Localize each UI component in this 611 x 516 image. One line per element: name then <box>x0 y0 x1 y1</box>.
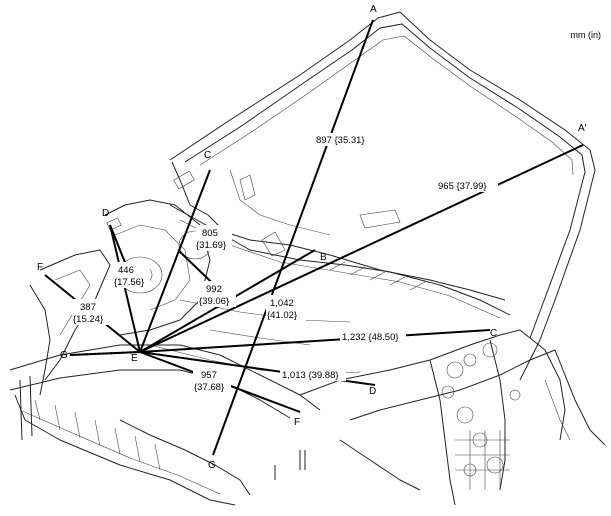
dim-c-upper-mm: 805 <box>202 228 218 239</box>
dim-c-upper-in: {31.69} <box>196 240 226 251</box>
dim-f-right-in: {37.68} <box>194 382 224 393</box>
dimension-labels: 897 {35.31} 965 {37.99} 805 {31.69} 446 … <box>72 133 498 393</box>
point-g-bottom: G <box>208 460 216 471</box>
point-c-right: C <box>490 328 497 339</box>
point-labels: A A' B C C D D E F F G G <box>37 4 587 471</box>
line-a-prime-to-e <box>139 144 584 353</box>
dim-e-b-in: {39.06} <box>199 296 229 307</box>
point-b: B <box>320 252 327 263</box>
point-f-right: F <box>294 417 300 428</box>
point-a-prime: A' <box>578 123 587 134</box>
measurement-lines <box>44 19 584 456</box>
point-d-left: D <box>102 208 109 219</box>
line-e-to-d <box>109 224 141 353</box>
point-g-left: G <box>60 350 68 361</box>
dim-a-b: 897 {35.31} <box>316 135 365 146</box>
point-a: A <box>370 4 377 15</box>
dim-c-right: 1,232 {48.50} <box>342 332 399 343</box>
dim-f-right-mm: 957 <box>201 370 217 381</box>
dim-d-right: 1,013 {39.88} <box>282 370 339 381</box>
point-e: E <box>131 353 138 364</box>
point-f-left: F <box>37 262 43 273</box>
vehicle-body-structure <box>9 11 606 506</box>
dim-a-prime: 965 {37.99} <box>438 181 487 192</box>
dim-e-b-mm: 992 <box>206 284 222 295</box>
point-c-left: C <box>204 150 211 161</box>
point-d-right: D <box>369 386 376 397</box>
line-a-to-g <box>212 19 374 456</box>
dim-d-in: {17.56} <box>114 277 144 288</box>
dim-g-in: {41.02} <box>267 310 297 321</box>
dim-d-mm: 446 <box>118 265 134 276</box>
dim-f-in: {15.24} <box>73 314 103 325</box>
dim-f-mm: 387 <box>80 302 96 313</box>
line-e-to-c-upper <box>139 169 211 353</box>
line-e-to-g <box>69 351 141 356</box>
dim-g-mm: 1,042 <box>270 298 294 309</box>
line-e-to-c-right <box>139 329 491 353</box>
unit-label: mm (in) <box>570 30 602 40</box>
